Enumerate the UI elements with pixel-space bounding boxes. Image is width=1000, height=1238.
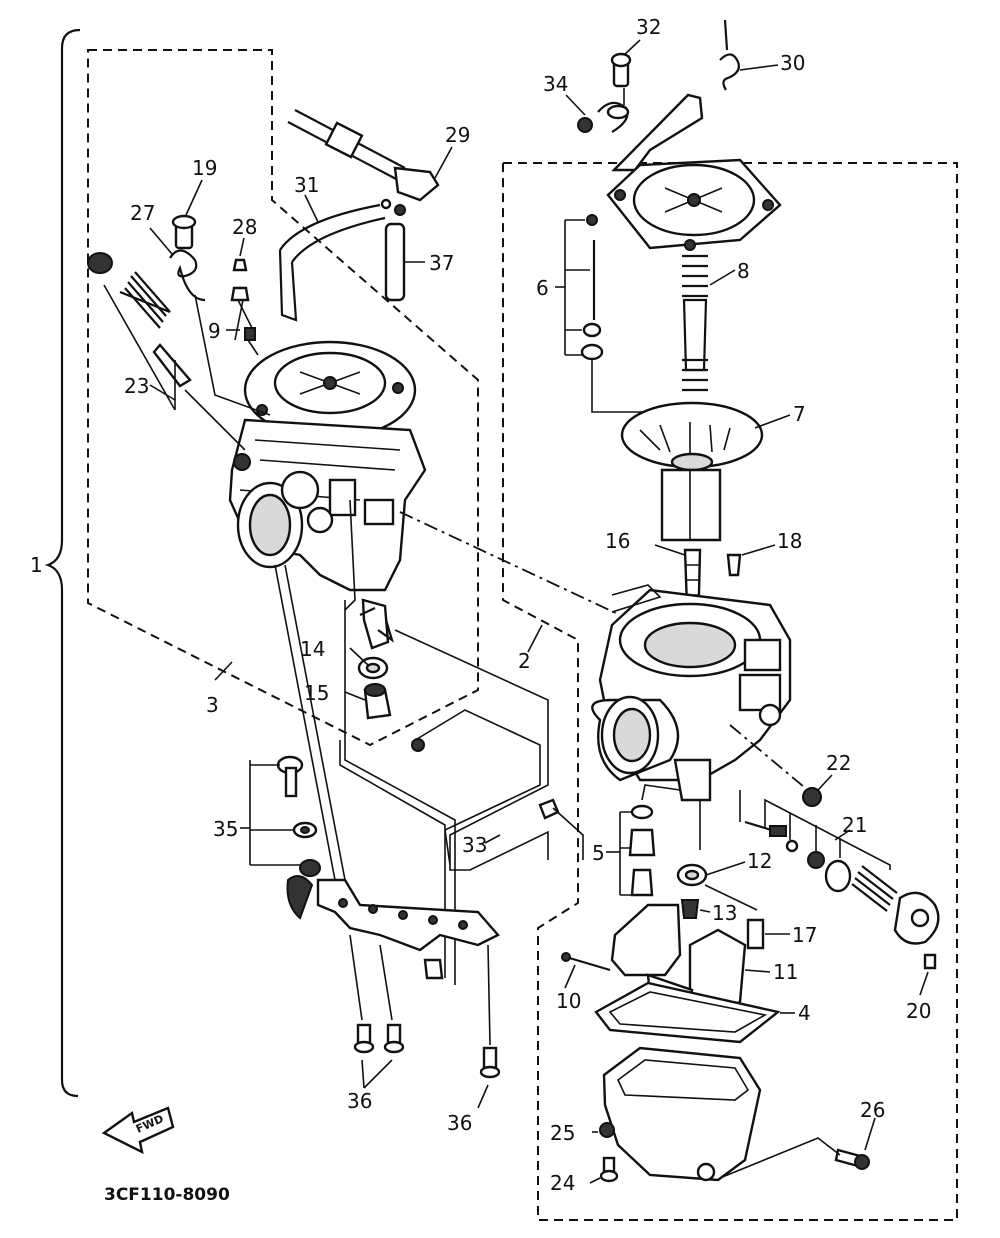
label-30: 30 <box>780 51 805 75</box>
left-carburetor <box>228 340 427 611</box>
label-31: 31 <box>294 173 319 197</box>
parts-left-bottom <box>240 564 584 1109</box>
label-2: 2 <box>518 649 531 673</box>
label-23: 23 <box>124 374 149 398</box>
diagram-code: 3CF110-8090 <box>104 1185 230 1205</box>
label-36a: 36 <box>347 1089 372 1113</box>
parts-right-bottom <box>561 774 940 1184</box>
label-7: 7 <box>793 402 806 426</box>
leader-lines-left <box>149 146 453 451</box>
label-11: 11 <box>773 960 798 984</box>
label-4: 4 <box>798 1001 811 1025</box>
label-27: 27 <box>130 201 155 225</box>
label-9: 9 <box>208 319 221 343</box>
label-34: 34 <box>543 72 568 96</box>
label-32: 32 <box>636 15 661 39</box>
label-22: 22 <box>826 751 851 775</box>
label-5: 5 <box>592 841 605 865</box>
label-8: 8 <box>737 259 750 283</box>
label-19: 19 <box>192 156 217 180</box>
label-28: 28 <box>232 215 257 239</box>
leader-2 <box>527 624 543 653</box>
label-24: 24 <box>550 1171 575 1195</box>
label-35: 35 <box>213 817 238 841</box>
right-assembly-outline <box>502 162 958 1221</box>
label-25: 25 <box>550 1121 575 1145</box>
label-26: 26 <box>860 1098 885 1122</box>
linkage-line-22 <box>729 724 811 793</box>
label-16: 16 <box>605 529 630 553</box>
label-29: 29 <box>445 123 470 147</box>
forward-arrow-icon: FWD <box>101 1106 175 1155</box>
label-36b: 36 <box>447 1111 472 1135</box>
label-14: 14 <box>300 637 325 661</box>
right-carburetor <box>555 19 792 802</box>
label-20: 20 <box>906 999 931 1023</box>
label-17: 17 <box>792 923 817 947</box>
label-6: 6 <box>536 276 549 300</box>
part-labels: 1 2 3 4 5 6 7 8 9 10 11 12 13 14 15 16 1… <box>30 15 931 1195</box>
label-1: 1 <box>30 553 43 577</box>
leader-3 <box>214 661 233 681</box>
label-12: 12 <box>747 849 772 873</box>
linkage-line <box>399 511 621 616</box>
label-13: 13 <box>712 901 737 925</box>
parts-left-top <box>87 109 440 411</box>
label-37: 37 <box>429 251 454 275</box>
label-33: 33 <box>462 833 487 857</box>
label-18: 18 <box>777 529 802 553</box>
label-15: 15 <box>304 681 329 705</box>
assembly-bracket <box>44 28 81 1098</box>
label-10: 10 <box>556 989 581 1013</box>
label-3: 3 <box>206 693 219 717</box>
label-21: 21 <box>842 813 867 837</box>
